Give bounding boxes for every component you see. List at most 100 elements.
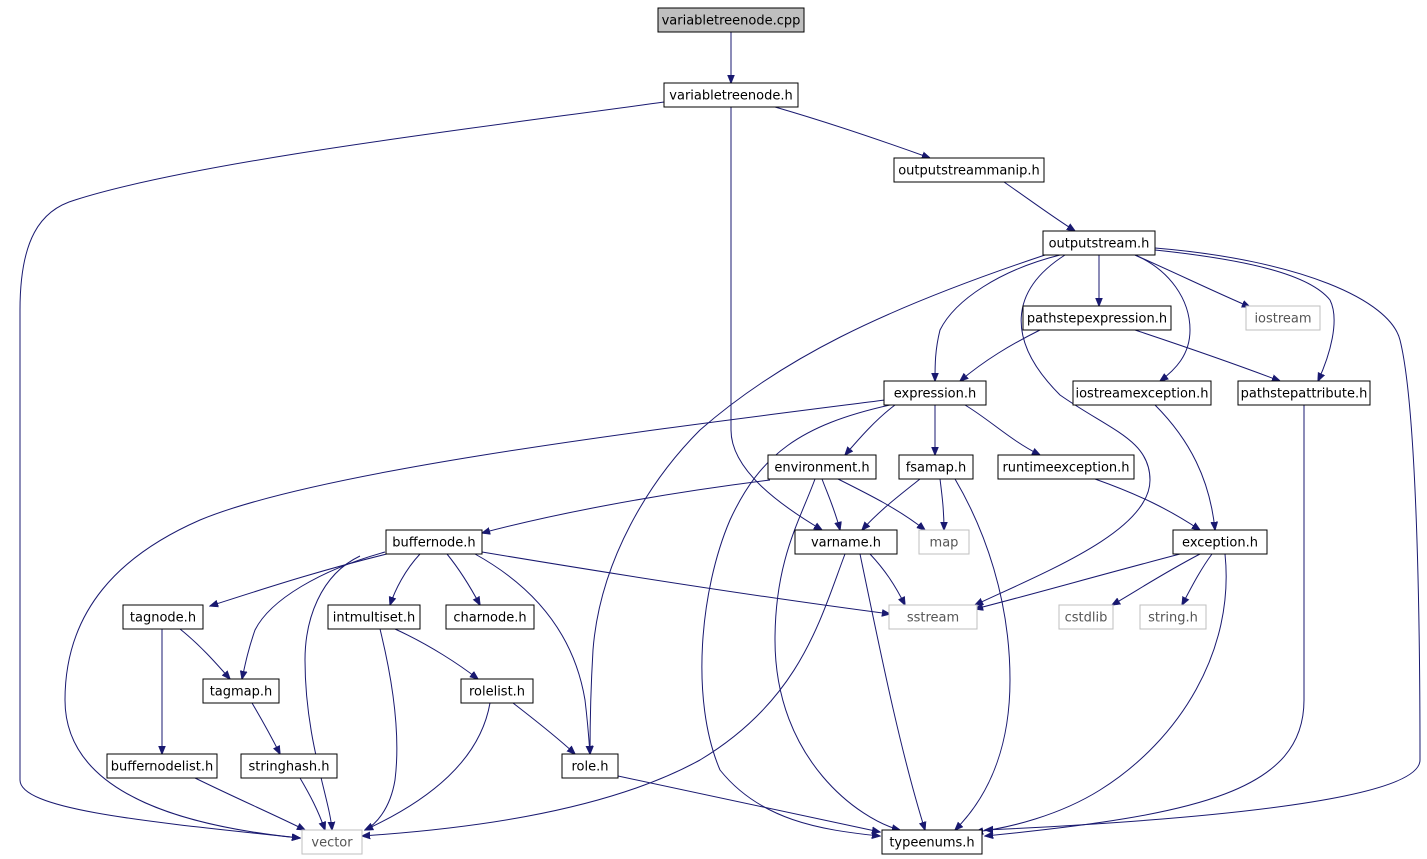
edge-outputstream-h-to-pathstepattribute-h [1154, 249, 1335, 381]
node-box [561, 753, 619, 779]
edge-expression-h-to-vector [64, 399, 886, 838]
edge-outputstreammanip-h-to-outputstream-h [1003, 181, 1075, 231]
node-box [1022, 305, 1172, 331]
node-rolelist-h[interactable]: rolelist.h [460, 678, 534, 704]
node-fsamap-h[interactable]: fsamap.h [898, 454, 974, 480]
node-box [1245, 305, 1321, 331]
node-sstream: sstream [888, 604, 978, 630]
edge-runtimeexception-h-to-exception-h [1094, 478, 1200, 530]
node-label: runtimeexception.h [1002, 461, 1129, 476]
node-box [1172, 529, 1268, 555]
node-label: tagnode.h [130, 611, 196, 626]
node-tagmap-h[interactable]: tagmap.h [202, 678, 280, 704]
edge-buffernodelist-h-to-vector [194, 777, 305, 830]
node-label: typeenums.h [889, 836, 974, 851]
edge-pathstepattribute-h-to-typeenums-h [985, 405, 1305, 836]
edge-varname-h-to-typeenums-h [859, 553, 925, 830]
edge-outputstream-h-to-role-h [590, 254, 1046, 754]
node-tagnode-h[interactable]: tagnode.h [122, 604, 204, 630]
edge-intmultiset-h-to-rolelist-h [394, 628, 478, 679]
edge-expression-h-to-environment-h [845, 404, 896, 455]
node-buffernode-h[interactable]: buffernode.h [385, 529, 483, 555]
node-box [327, 604, 421, 630]
node-box [883, 380, 987, 406]
node-label: rolelist.h [469, 685, 525, 700]
edge-environment-h-to-buffernode-h [482, 479, 771, 533]
edge-pathstepexpression-h-to-expression-h [960, 329, 1041, 381]
node-label: fsamap.h [906, 461, 967, 476]
node-vector: vector [301, 829, 363, 855]
node-box [663, 82, 799, 108]
edge-exception-h-to-sstream [975, 553, 1181, 609]
node-label: environment.h [774, 461, 869, 476]
node-charnode-h[interactable]: charnode.h [445, 604, 535, 630]
node-box [106, 753, 218, 779]
node-pathstepexpression-h[interactable]: pathstepexpression.h [1022, 305, 1172, 331]
node-outputstream-h[interactable]: outputstream.h [1042, 230, 1156, 256]
node-box [918, 529, 970, 555]
edge-expression-h-to-typeenums-h [701, 404, 891, 836]
node-box [240, 753, 338, 779]
edge-buffernode-h-to-tagmap-h [242, 551, 386, 679]
node-label: variabletreenode.h [669, 89, 792, 104]
edge-variabletreenode-h-to-vector [19, 101, 665, 838]
node-pathstepattribute-h[interactable]: pathstepattribute.h [1237, 380, 1371, 406]
edge-varname-h-to-sstream [869, 553, 905, 605]
node-box [1237, 380, 1371, 406]
edge-environment-h-to-map [837, 478, 925, 530]
node-stringhash-h[interactable]: stringhash.h [240, 753, 338, 779]
node-box [1042, 230, 1156, 256]
edge-buffernode-h-to-role-h [474, 553, 590, 754]
node-label: intmultiset.h [333, 611, 415, 626]
edge-outputstream-h-to-iostreamexception-h [1134, 254, 1191, 381]
edge-fsamap-h-to-varname-h [862, 478, 921, 530]
node-variabletreenode-h[interactable]: variabletreenode.h [663, 82, 799, 108]
node-environment-h[interactable]: environment.h [767, 454, 877, 480]
node-box [1072, 380, 1212, 406]
edges-layer [19, 32, 1421, 838]
edge-buffernode-h-to-sstream [481, 551, 890, 614]
node-label: sstream [907, 611, 959, 626]
node-role-h[interactable]: role.h [561, 753, 619, 779]
node-box [122, 604, 204, 630]
edge-expression-h-to-runtimeexception-h [964, 404, 1040, 455]
edge-rolelist-h-to-role-h [512, 702, 575, 754]
node-label: vector [311, 836, 353, 851]
node-outputstreammanip-h[interactable]: outputstreammanip.h [893, 157, 1045, 183]
nodes-layer: variabletreenode.cpp variabletreenode.h ou… [106, 7, 1371, 855]
edge-stringhash-h-to-vector [299, 777, 325, 830]
node-label: varname.h [811, 536, 881, 551]
node-label: buffernodelist.h [111, 760, 213, 775]
node-typeenums-h[interactable]: typeenums.h [881, 829, 983, 855]
node-box [202, 678, 280, 704]
node-iostream: iostream [1245, 305, 1321, 331]
node-label: role.h [572, 760, 609, 775]
node-box [301, 829, 363, 855]
node-expression-h[interactable]: expression.h [883, 380, 987, 406]
node-iostreamexception-h[interactable]: iostreamexception.h [1072, 380, 1212, 406]
edge-rolelist-h-to-vector [365, 702, 491, 830]
node-intmultiset-h[interactable]: intmultiset.h [327, 604, 421, 630]
node-box [997, 454, 1135, 480]
node-box [657, 7, 805, 33]
node-box [794, 529, 898, 555]
node-map: map [918, 529, 970, 555]
node-label: string.h [1148, 611, 1198, 626]
node-runtimeexception-h[interactable]: runtimeexception.h [997, 454, 1135, 480]
node-variabletreenode-cpp[interactable]: variabletreenode.cpp [657, 7, 805, 33]
edge-environment-h-to-varname-h [821, 478, 840, 530]
edge-exception-h-to-string-h [1182, 553, 1213, 605]
node-buffernodelist-h[interactable]: buffernodelist.h [106, 753, 218, 779]
node-label: pathstepattribute.h [1241, 387, 1368, 402]
node-label: cstdlib [1065, 611, 1108, 626]
node-box [893, 157, 1045, 183]
edge-environment-h-to-typeenums-h [774, 478, 900, 830]
node-label: buffernode.h [392, 536, 475, 551]
node-exception-h[interactable]: exception.h [1172, 529, 1268, 555]
edge-tagmap-h-to-stringhash-h [251, 702, 280, 754]
edge-variabletreenode-h-to-outputstreammanip-h [774, 106, 930, 158]
node-varname-h[interactable]: varname.h [794, 529, 898, 555]
node-label: outputstream.h [1049, 237, 1150, 252]
node-cstdlib: cstdlib [1058, 604, 1114, 630]
